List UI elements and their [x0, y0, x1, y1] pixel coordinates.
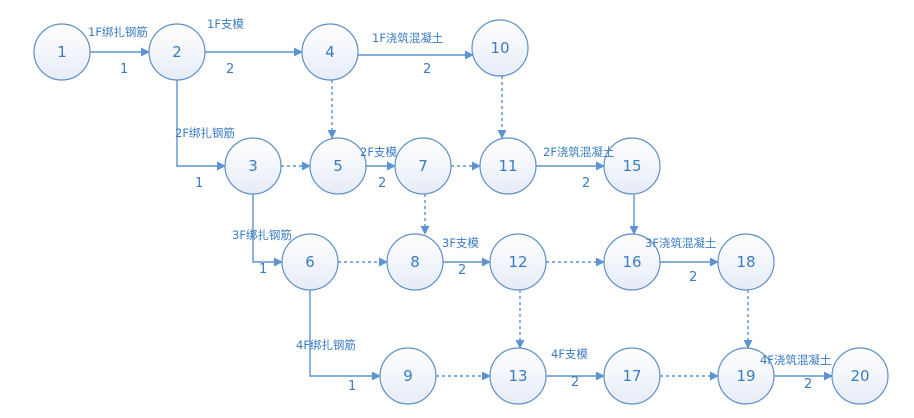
duration-label: 2 [582, 176, 590, 191]
duration-label: 2 [378, 176, 386, 191]
node-number: 7 [418, 157, 428, 175]
node-circle [479, 137, 537, 195]
node-number: 2 [172, 43, 182, 61]
arrow-2-to-3 [176, 80, 226, 171]
node-number: 3 [248, 157, 258, 175]
node-2: 2 [148, 23, 206, 81]
duration-label: 2 [458, 263, 466, 278]
node-number: 17 [622, 367, 641, 385]
node-3: 3 [224, 137, 282, 195]
node-circle [603, 347, 661, 405]
duration-label: 1 [259, 262, 267, 277]
node-10: 10 [471, 19, 529, 77]
node-7: 7 [394, 137, 452, 195]
node-12: 12 [489, 233, 547, 291]
node-19: 19 [717, 347, 775, 405]
node-number: 6 [305, 253, 315, 271]
node-circle [148, 23, 206, 81]
task-label: 3F支模 [442, 236, 479, 250]
task-label: 1F浇筑混凝土 [372, 31, 443, 45]
duration-label: 2 [571, 375, 579, 390]
task-label: 4F支模 [551, 347, 588, 361]
node-circle [831, 347, 889, 405]
node-17: 17 [603, 347, 661, 405]
node-circle [386, 233, 444, 291]
node-number: 11 [498, 157, 517, 175]
node-13: 13 [489, 347, 547, 405]
node-circle [394, 137, 452, 195]
node-circle [309, 137, 367, 195]
node-number: 1 [57, 43, 67, 61]
node-18: 18 [717, 233, 775, 291]
arrow-3-to-6 [252, 194, 283, 267]
task-label: 2F浇筑混凝土 [543, 145, 614, 159]
node-circle [489, 233, 547, 291]
task-label: 4F浇筑混凝土 [760, 353, 831, 367]
node-20: 20 [831, 347, 889, 405]
node-9: 9 [379, 347, 437, 405]
node-number: 18 [736, 253, 755, 271]
node-number: 8 [410, 253, 420, 271]
node-16: 16 [603, 233, 661, 291]
node-number: 5 [333, 157, 343, 175]
node-number: 12 [508, 253, 527, 271]
node-number: 16 [622, 253, 641, 271]
duration-label: 2 [804, 377, 812, 392]
node-number: 9 [403, 367, 413, 385]
node-15: 15 [603, 137, 661, 195]
duration-label: 1 [195, 176, 203, 191]
task-label: 2F绑扎钢筋 [175, 126, 235, 140]
node-11: 11 [479, 137, 537, 195]
task-label: 3F绑扎钢筋 [232, 228, 292, 242]
node-circle [717, 347, 775, 405]
task-label: 2F支模 [360, 145, 397, 159]
node-number: 4 [325, 43, 335, 61]
task-label: 3F浇筑混凝土 [645, 236, 716, 250]
node-6: 6 [281, 233, 339, 291]
node-number: 19 [736, 367, 755, 385]
task-label: 1F支模 [207, 17, 244, 31]
duration-label: 2 [226, 62, 234, 77]
node-circle [379, 347, 437, 405]
node-4: 4 [301, 23, 359, 81]
node-number: 10 [490, 39, 509, 57]
node-circle [281, 233, 339, 291]
duration-label: 1 [348, 379, 356, 394]
node-1: 1 [33, 23, 91, 81]
node-circle [603, 137, 661, 195]
task-label: 1F绑扎钢筋 [88, 25, 148, 39]
node-circle [224, 137, 282, 195]
node-5: 5 [309, 137, 367, 195]
node-number: 13 [508, 367, 527, 385]
node-number: 15 [622, 157, 641, 175]
node-circle [471, 19, 529, 77]
duration-label: 1 [120, 62, 128, 77]
node-circle [301, 23, 359, 81]
node-8: 8 [386, 233, 444, 291]
node-number: 20 [850, 367, 869, 385]
node-circle [33, 23, 91, 81]
arrow-6-to-9 [309, 290, 381, 381]
task-label: 4F绑扎钢筋 [296, 338, 356, 352]
duration-label: 2 [689, 270, 697, 285]
node-circle [717, 233, 775, 291]
node-circle [489, 347, 547, 405]
node-circle [603, 233, 661, 291]
duration-label: 2 [423, 62, 431, 77]
